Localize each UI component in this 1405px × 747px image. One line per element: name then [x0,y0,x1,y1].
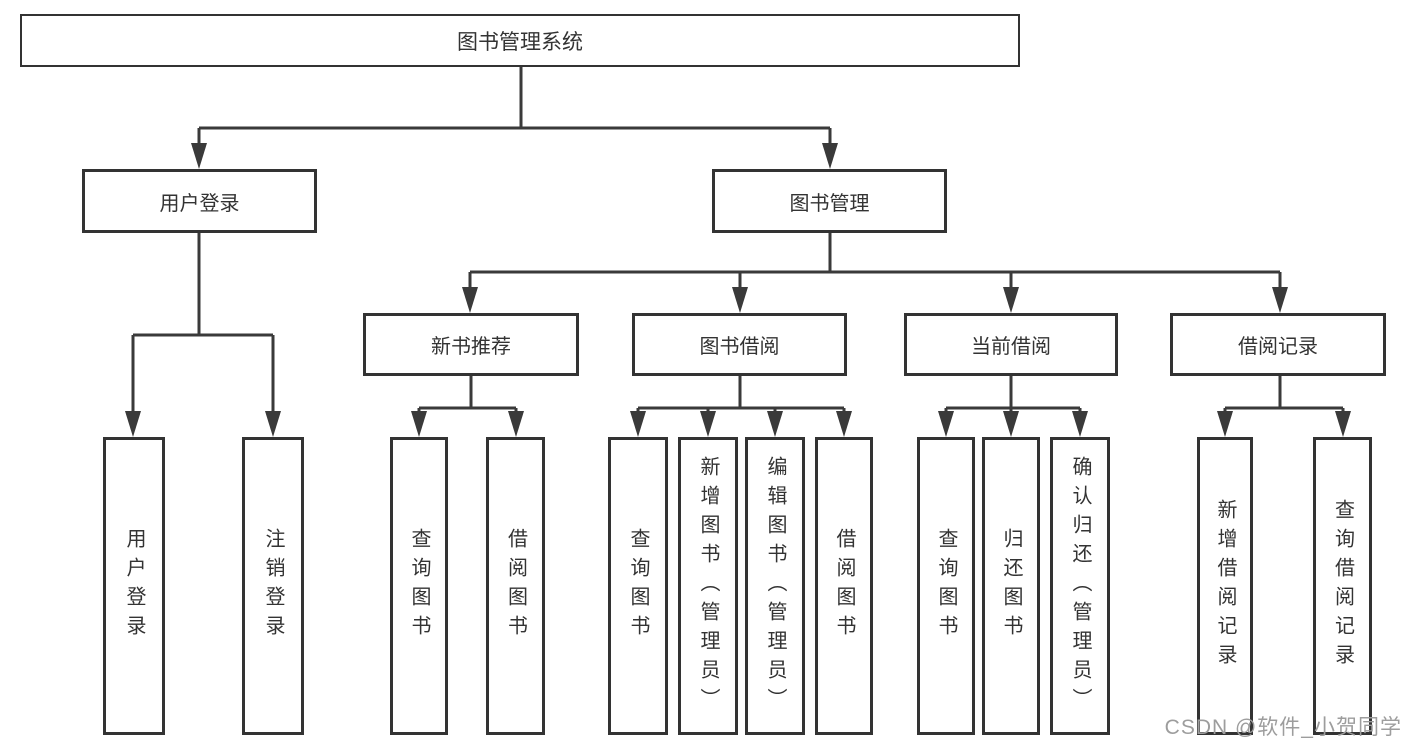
node-new-book-recommend: 新书推荐 [363,313,579,376]
leaf-borrow-books-recommend: 借阅图书 [486,437,545,735]
node-current-borrow: 当前借阅 [904,313,1118,376]
leaf-query-books-borrow: 查询图书 [608,437,668,735]
csdn-watermark: CSDN @软件_小贺同学 [1164,716,1402,739]
leaf-query-books-current: 查询图书 [917,437,975,735]
leaf-add-borrow-record: 新增借阅记录 [1197,437,1253,735]
leaf-logout: 注销登录 [242,437,304,735]
leaf-edit-book-admin: 编辑图书（管理员） [745,437,805,735]
leaf-user-login: 用户登录 [103,437,165,735]
leaf-borrow-books: 借阅图书 [815,437,873,735]
node-book-borrow: 图书借阅 [632,313,847,376]
leaf-add-book-admin: 新增图书（管理员） [678,437,738,735]
node-user-login: 用户登录 [82,169,317,233]
node-borrow-record: 借阅记录 [1170,313,1386,376]
node-library-management-system: 图书管理系统 [20,14,1020,67]
leaf-query-borrow-record: 查询借阅记录 [1313,437,1372,735]
node-book-management: 图书管理 [712,169,947,233]
leaf-return-book: 归还图书 [982,437,1040,735]
leaf-confirm-return-admin: 确认归还（管理员） [1050,437,1110,735]
leaf-query-books-recommend: 查询图书 [390,437,448,735]
